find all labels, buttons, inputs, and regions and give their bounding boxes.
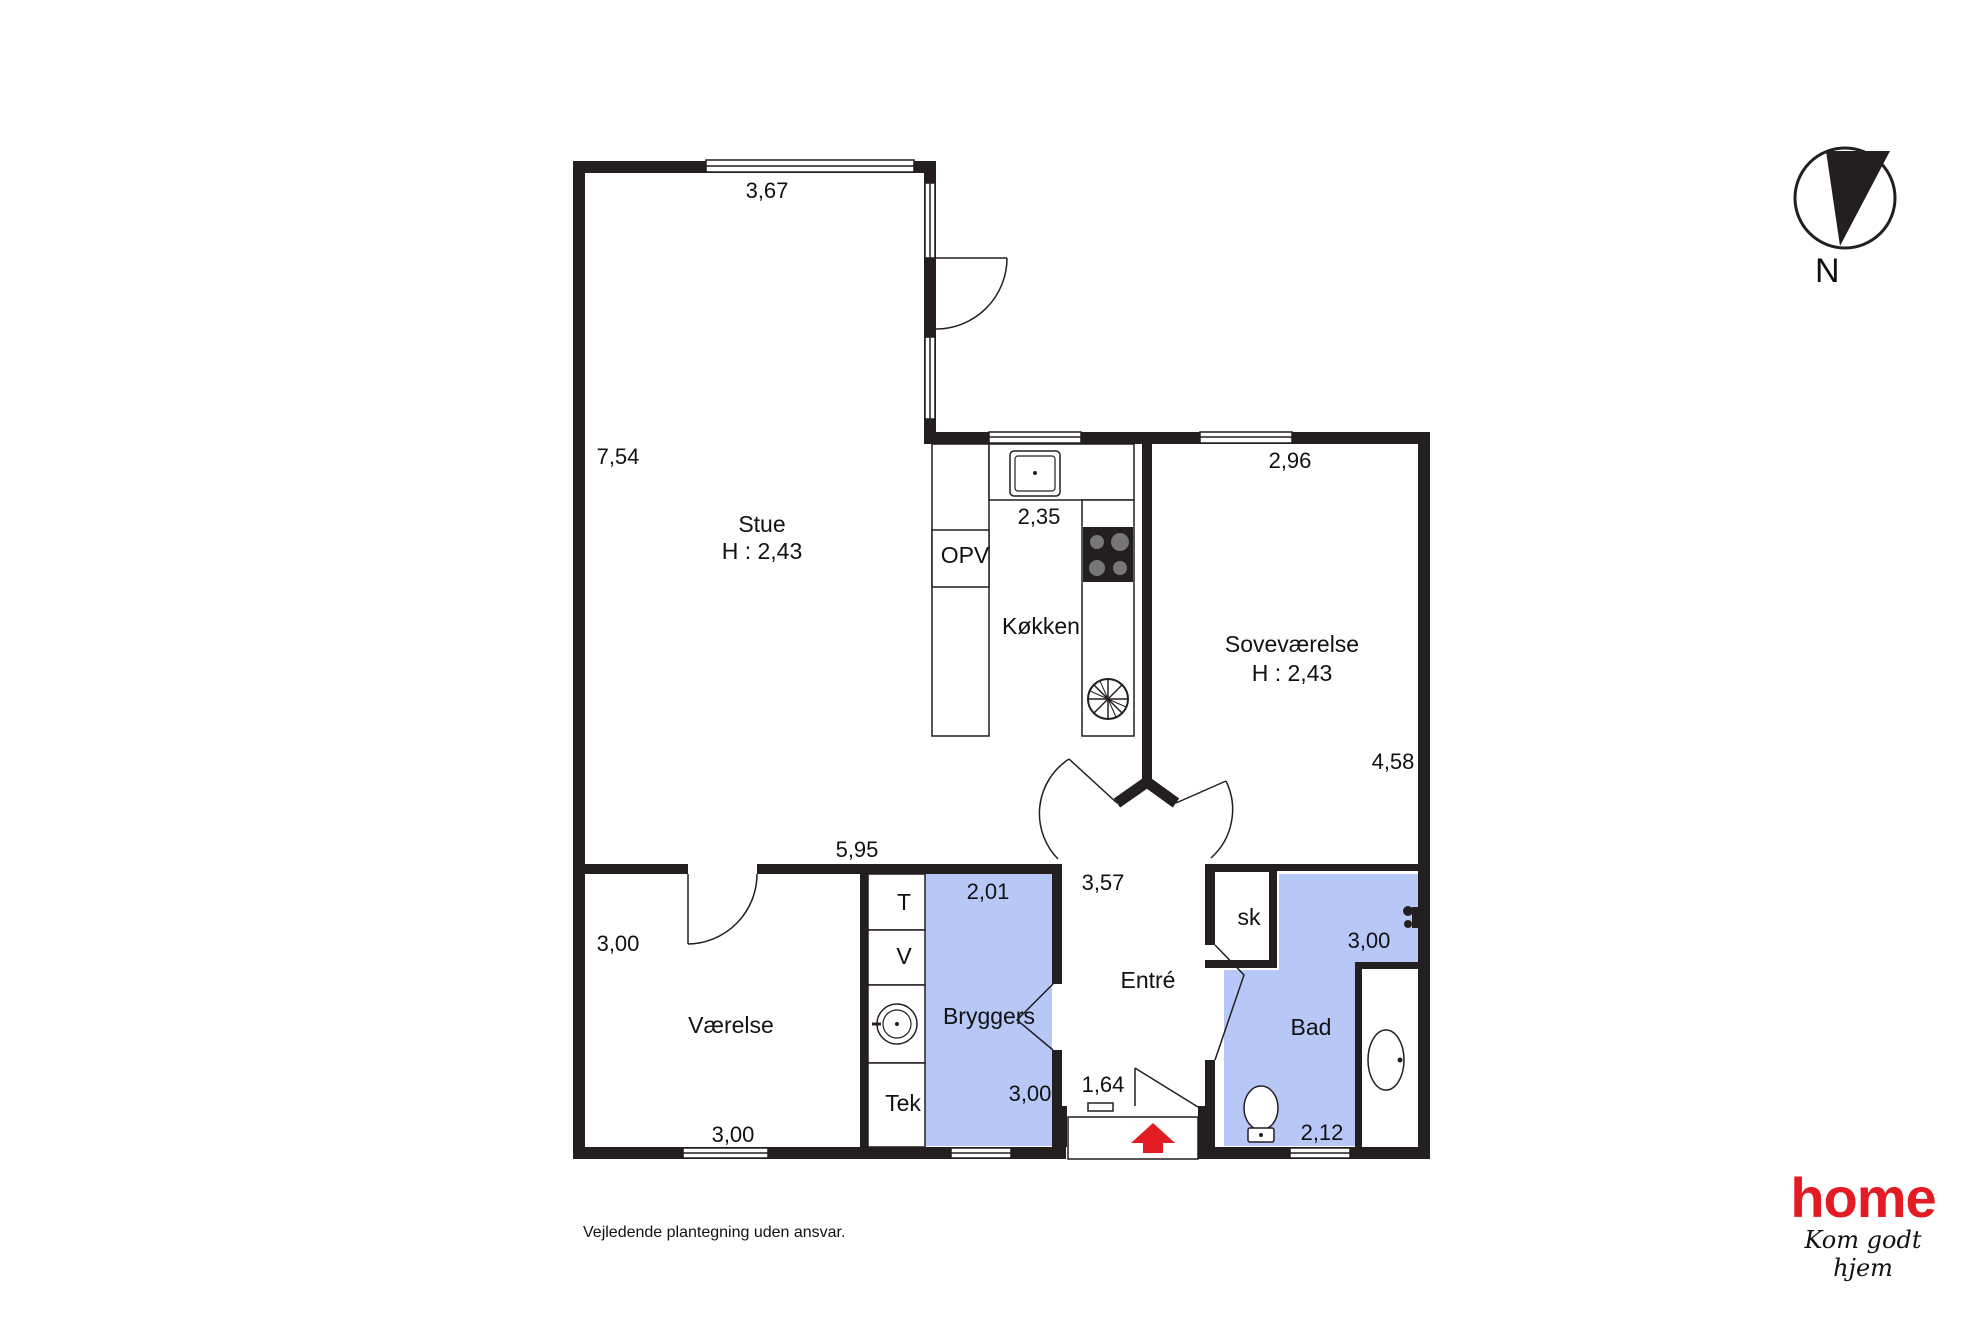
doors bbox=[687, 257, 1245, 1108]
bryggers-sink-icon bbox=[872, 1003, 918, 1045]
dim-entre-bottom: 1,64 bbox=[1082, 1072, 1125, 1097]
dim-stue-top: 3,67 bbox=[746, 178, 789, 203]
dim-bad-bottom: 2,12 bbox=[1301, 1120, 1344, 1145]
dim-vaerelse-bottom: 3,00 bbox=[712, 1122, 755, 1147]
room-label-v: V bbox=[896, 943, 912, 969]
brand-logo: home Kom godt hjem bbox=[1773, 1166, 1953, 1283]
fridge-fan-icon bbox=[1087, 678, 1129, 720]
interior-walls bbox=[573, 432, 1418, 1147]
compass-icon bbox=[1793, 146, 1897, 250]
brand-tagline: Kom godt hjem bbox=[1804, 1226, 1922, 1282]
brand-name: home bbox=[1790, 1166, 1936, 1229]
room-label-bad: Bad bbox=[1291, 1014, 1332, 1040]
room-height-sovevaerelse: H : 2,43 bbox=[1252, 660, 1333, 686]
dim-vaerelse-left: 3,00 bbox=[597, 931, 640, 956]
room-label-kokken: Køkken bbox=[1002, 613, 1080, 639]
dim-entre-top: 3,57 bbox=[1082, 870, 1125, 895]
entry-threshold bbox=[1067, 1116, 1199, 1160]
room-label-sovevaerelse: Soveværelse bbox=[1225, 631, 1359, 657]
room-label-t: T bbox=[897, 889, 911, 915]
toilet-icon bbox=[1243, 1085, 1279, 1143]
dim-bryggers-bottom: 3,00 bbox=[1009, 1081, 1052, 1106]
dim-sove-top: 2,96 bbox=[1269, 448, 1312, 473]
room-label-tek: Tek bbox=[885, 1090, 921, 1116]
dim-bryggers-top: 2,01 bbox=[967, 879, 1010, 904]
room-label-entre: Entré bbox=[1121, 967, 1176, 993]
dim-stue-bottom: 5,95 bbox=[836, 837, 879, 862]
room-label-vaerelse: Værelse bbox=[688, 1012, 774, 1038]
bath-sink-icon bbox=[1367, 1029, 1405, 1091]
shower-head-icon bbox=[1403, 906, 1418, 928]
dim-sove-right: 4,58 bbox=[1372, 749, 1415, 774]
bryggers-floor bbox=[925, 874, 1052, 1146]
room-label-sk: sk bbox=[1238, 904, 1262, 930]
dim-stue-left: 7,54 bbox=[597, 444, 640, 469]
entry-arrow-icon bbox=[1131, 1123, 1175, 1153]
dim-kokken: 2,35 bbox=[1018, 504, 1061, 529]
room-label-opv: OPV bbox=[941, 542, 990, 568]
disclaimer-text: Vejledende plantegning uden ansvar. bbox=[583, 1224, 846, 1241]
compass-north-label: N bbox=[1815, 252, 1840, 290]
room-label-stue: Stue bbox=[738, 511, 785, 537]
dim-bad-top: 3,00 bbox=[1348, 928, 1391, 953]
bad-floor bbox=[1224, 874, 1418, 1146]
windows bbox=[682, 159, 1351, 1159]
room-height-stue: H : 2,43 bbox=[722, 538, 803, 564]
corridor-chevron-wall bbox=[1113, 775, 1180, 808]
kitchen-sink-icon bbox=[1009, 450, 1061, 497]
room-label-bryggers: Bryggers bbox=[943, 1003, 1035, 1029]
stove-icon bbox=[1083, 527, 1133, 582]
